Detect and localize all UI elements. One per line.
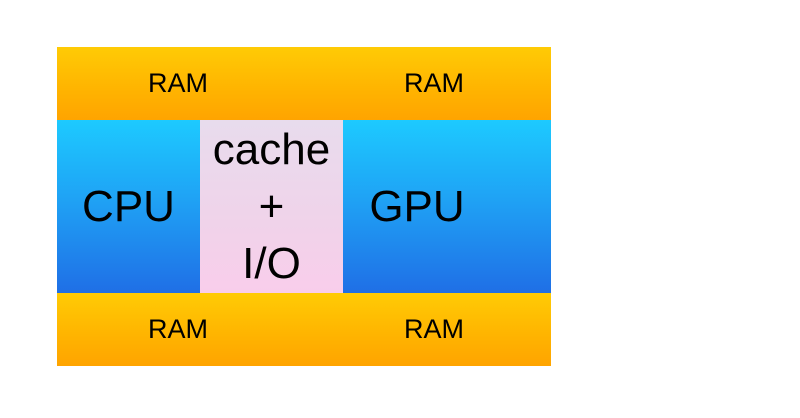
cache-io-block: cache + I/O	[200, 120, 343, 293]
ram-label-top-right: RAM	[404, 68, 464, 98]
ram-band-bottom: RAM RAM	[57, 293, 551, 366]
cache-label: cache	[212, 125, 331, 174]
cpu-block: CPU	[57, 120, 200, 293]
plus-label: +	[258, 182, 285, 231]
io-label: I/O	[242, 239, 301, 288]
processor-band: CPU cache + I/O GPU	[57, 120, 551, 293]
ram-label-bottom-right: RAM	[404, 314, 464, 344]
gpu-label: GPU	[369, 182, 465, 231]
soc-diagram: RAM RAM CPU cache + I/O GPU RAM RAM	[57, 47, 551, 366]
ram-band-top: RAM RAM	[57, 47, 551, 120]
ram-label-bottom-left: RAM	[148, 314, 208, 344]
gpu-block: GPU	[343, 120, 551, 293]
cpu-label: CPU	[82, 182, 175, 231]
ram-label-top-left: RAM	[148, 68, 208, 98]
